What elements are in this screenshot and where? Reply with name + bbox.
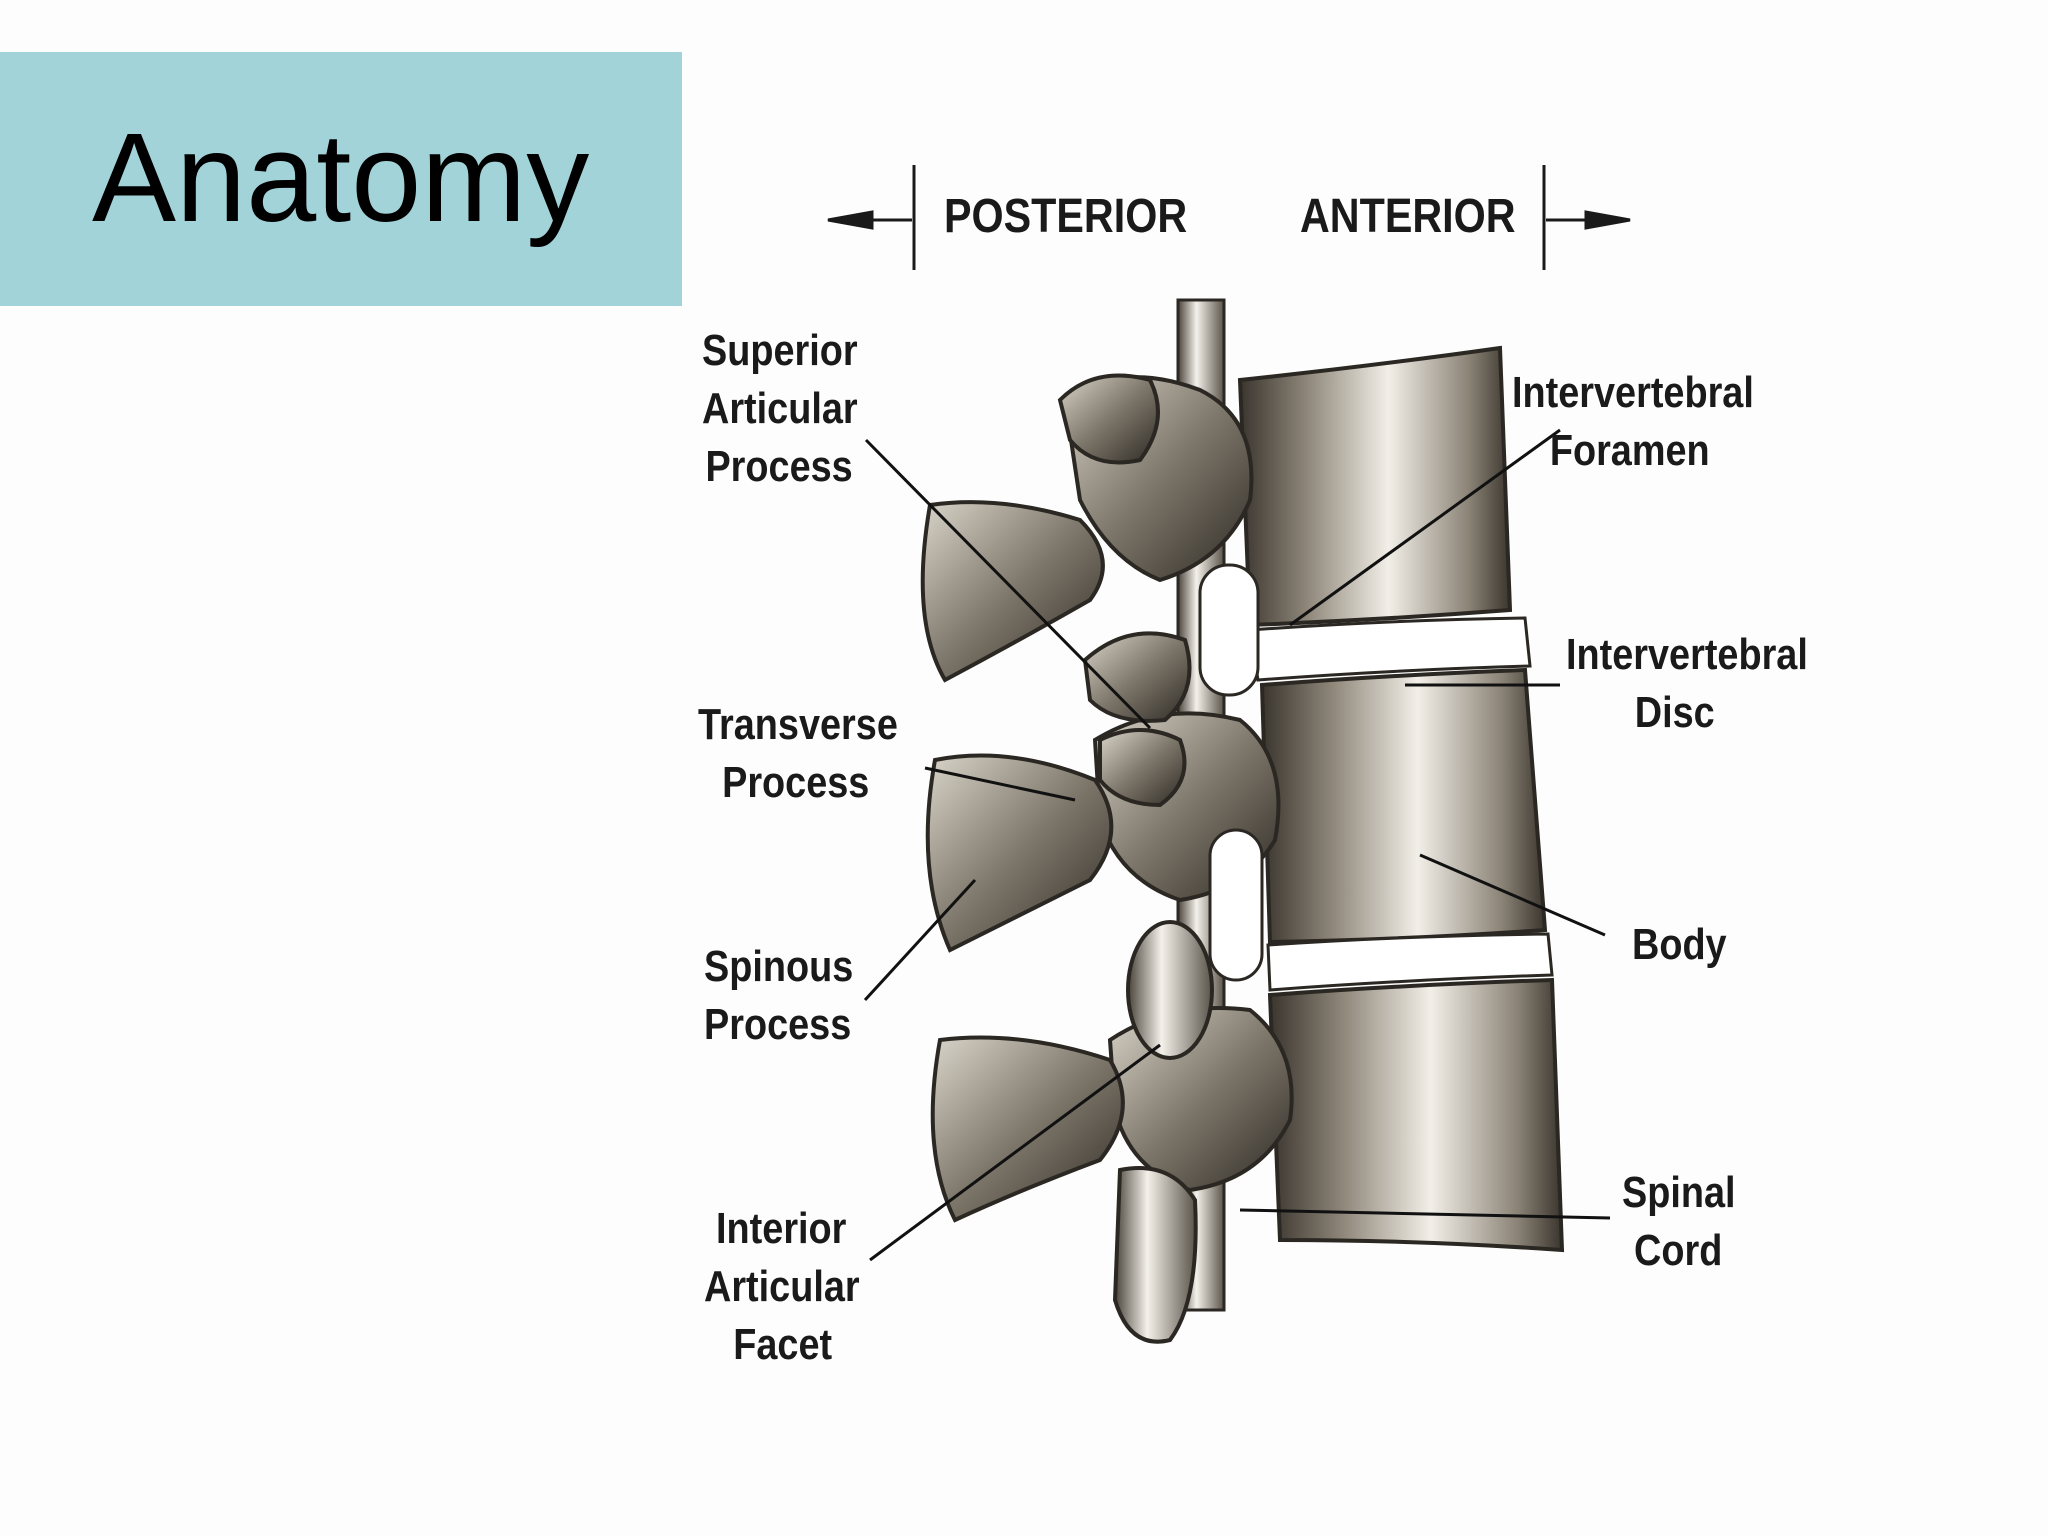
interior-articular-facet-label: Interior Articular Facet bbox=[704, 1200, 860, 1374]
intervertebral-disc-label: Intervertebral Disc bbox=[1566, 626, 1808, 742]
vertebral-bodies bbox=[1237, 345, 1565, 1253]
transverse-processes bbox=[920, 500, 1125, 1223]
intervertebral-foramen-label: Intervertebral Foramen bbox=[1512, 364, 1754, 480]
leader-lines bbox=[863, 428, 1611, 1262]
spinous-process bbox=[1112, 920, 1214, 1344]
label-line: Intervertebral bbox=[1512, 368, 1754, 417]
slide-title: Anatomy bbox=[92, 107, 590, 248]
label-line: Articular bbox=[702, 384, 858, 433]
posterior-label: POSTERIOR bbox=[944, 190, 1188, 243]
transverse-process-label: Transverse Process bbox=[698, 696, 898, 812]
posterior-arrow bbox=[827, 165, 916, 270]
intervertebral-discs bbox=[1248, 616, 1554, 992]
anterior-label: ANTERIOR bbox=[1300, 190, 1516, 243]
label-line: Process bbox=[704, 1000, 852, 1049]
label-line: Articular bbox=[704, 1262, 860, 1311]
label-line: Superior bbox=[702, 326, 858, 375]
label-line: Disc bbox=[1634, 688, 1715, 737]
label-line: Facet bbox=[733, 1320, 833, 1369]
label-line: Foramen bbox=[1549, 426, 1710, 475]
spinous-process-label: Spinous Process bbox=[704, 938, 853, 1054]
body-label: Body bbox=[1632, 916, 1727, 974]
superior-articular-processes bbox=[1057, 373, 1192, 808]
title-banner bbox=[0, 52, 682, 306]
label-line: Cord bbox=[1634, 1226, 1723, 1275]
anterior-arrow bbox=[1542, 165, 1631, 270]
label-line: Spinous bbox=[704, 942, 854, 991]
spinal-cord-label: Spinal Cord bbox=[1622, 1164, 1736, 1280]
label-line: Process bbox=[705, 442, 853, 491]
label-line: Interior bbox=[716, 1204, 847, 1253]
label-line: Spinal bbox=[1622, 1168, 1736, 1217]
label-line: Body bbox=[1632, 920, 1727, 969]
superior-articular-process-label: Superior Articular Process bbox=[702, 322, 858, 496]
intervertebral-foramina bbox=[1198, 563, 1264, 982]
label-line: Intervertebral bbox=[1566, 630, 1808, 679]
label-line: Process bbox=[722, 758, 870, 807]
label-line: Transverse bbox=[698, 700, 898, 749]
